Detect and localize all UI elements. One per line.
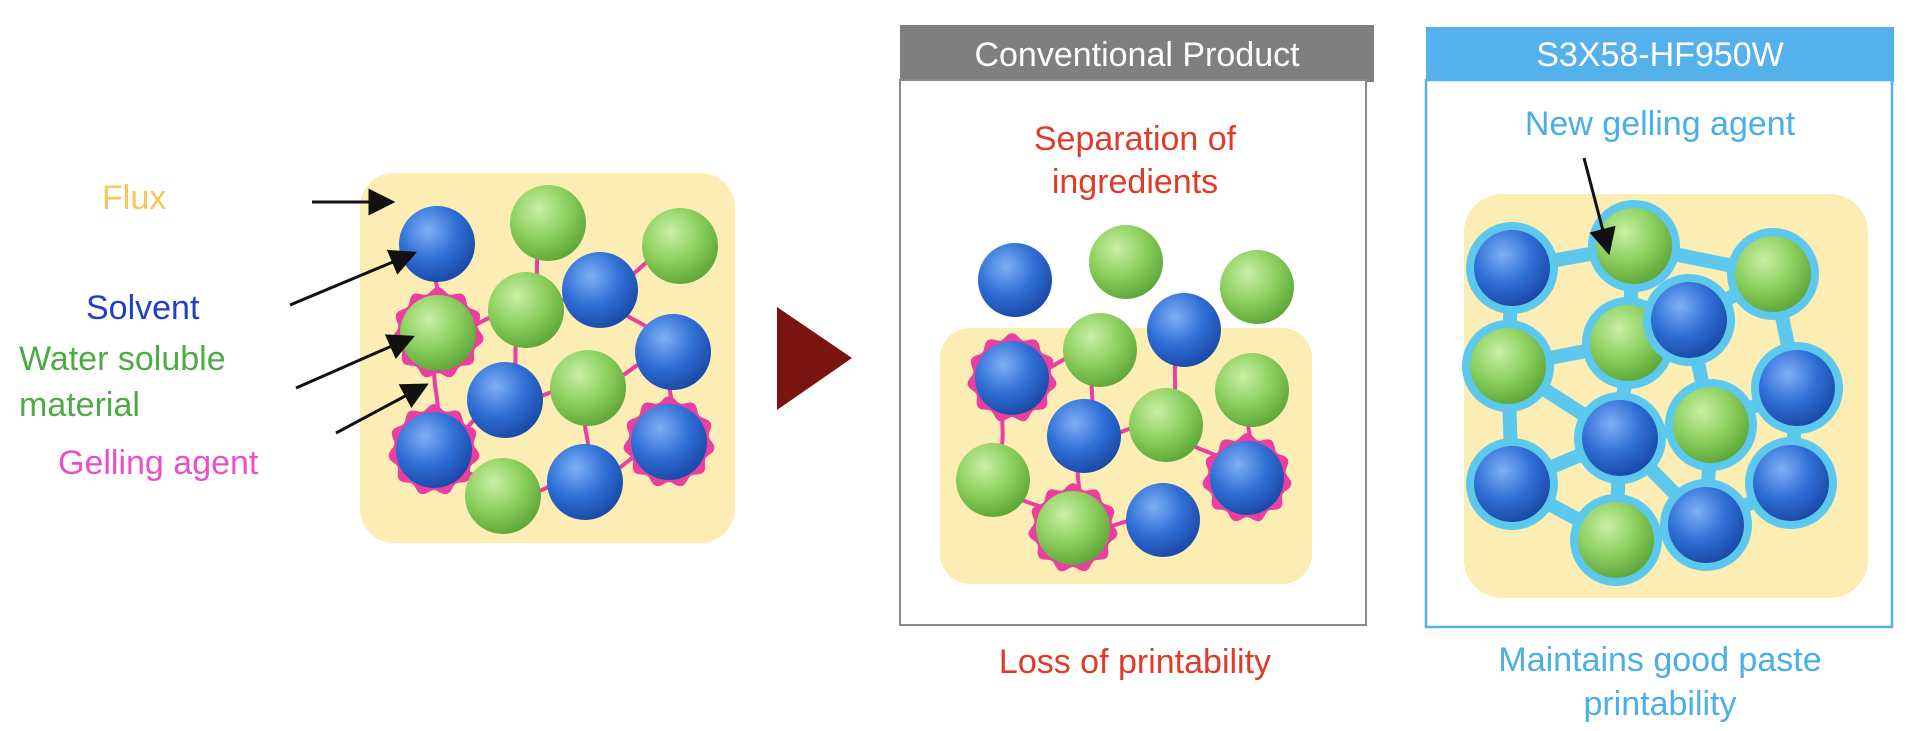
solvent-particle <box>1582 400 1658 476</box>
solvent-particle <box>978 243 1052 317</box>
water-soluble-particle <box>465 458 541 534</box>
conventional-note-line1: Separation of <box>1033 120 1237 158</box>
water-soluble-particle <box>1129 388 1203 462</box>
water-soluble-particle <box>956 443 1030 517</box>
conventional-caption: Loss of printability <box>998 643 1272 681</box>
water-soluble-particle <box>550 350 626 426</box>
solvent-particle <box>1668 487 1744 563</box>
new-gel-note: New gelling agent <box>1524 105 1796 143</box>
water-soluble-particle <box>1578 502 1654 578</box>
solvent-particle <box>547 444 623 520</box>
solvent-particle <box>975 341 1049 415</box>
solvent-particle <box>1210 441 1284 515</box>
solvent-particle <box>396 412 472 488</box>
water-soluble-particle <box>1089 225 1163 299</box>
solvent-particle <box>399 206 475 282</box>
label-arrows <box>289 188 429 435</box>
water-soluble-particle <box>1735 236 1811 312</box>
water-soluble-particle <box>488 272 564 348</box>
water-soluble-particle <box>1036 491 1110 565</box>
new-caption-line2: printability <box>1583 685 1737 723</box>
conventional-panel <box>899 25 1374 626</box>
solvent-particle <box>1759 350 1835 426</box>
right-triangle-arrow <box>777 307 852 410</box>
solvent-particle <box>467 362 543 438</box>
new-gel-arrow <box>1582 157 1616 256</box>
new-product-panel <box>1424 27 1894 629</box>
water-soluble-particle <box>1215 353 1289 427</box>
water-soluble-particle <box>1063 313 1137 387</box>
solvent-particle <box>1047 399 1121 473</box>
solvent-particle <box>1474 446 1550 522</box>
water-soluble-particle <box>1673 387 1749 463</box>
conventional-note-line2: ingredients <box>1051 163 1219 201</box>
solvent-particle <box>1474 230 1550 306</box>
solvent-particle <box>562 252 638 328</box>
water-soluble-particle <box>1470 328 1546 404</box>
legend-water-line2: material <box>19 386 140 424</box>
solvent-particle <box>1147 293 1221 367</box>
solvent-particle <box>1126 483 1200 557</box>
water-soluble-particle <box>1220 250 1294 324</box>
new-header: S3X58-HF950W <box>1536 36 1784 74</box>
solvent-particle <box>631 404 707 480</box>
solvent-particle <box>1753 445 1829 521</box>
water-soluble-particle <box>400 295 476 371</box>
conventional-header: Conventional Product <box>974 36 1300 74</box>
water-soluble-particle <box>642 208 718 284</box>
legend-flux: Flux <box>102 179 167 217</box>
legend-gelling-agent: Gelling agent <box>58 444 259 482</box>
new-caption-line1: Maintains good paste <box>1498 641 1822 679</box>
solvent-particle <box>635 314 711 390</box>
new-header-bg <box>1426 27 1894 82</box>
conventional-header-bg <box>900 25 1374 82</box>
gel-arrow <box>335 383 429 435</box>
solvent-arrow <box>289 249 417 307</box>
paste-structure-panel <box>360 173 735 543</box>
legend-water-line1: Water soluble <box>19 340 226 378</box>
solvent-particle <box>1651 282 1727 358</box>
water-soluble-particle <box>510 185 586 261</box>
legend-solvent: Solvent <box>86 289 200 327</box>
water-arrow <box>295 334 415 390</box>
